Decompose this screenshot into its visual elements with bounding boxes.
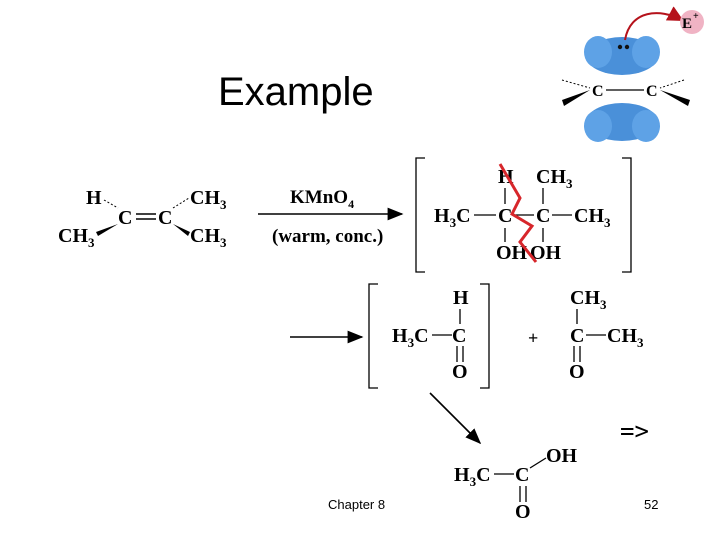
svg-text:C: C xyxy=(452,325,466,347)
svg-text:H3C: H3C xyxy=(434,205,471,230)
svg-text:C: C xyxy=(118,207,132,229)
electrophile-circle xyxy=(680,10,704,34)
bracket-left xyxy=(415,157,425,273)
pi-bond-illustration: E + C C xyxy=(561,6,704,142)
svg-text:H3C: H3C xyxy=(392,325,429,350)
svg-text:OH: OH xyxy=(546,445,578,467)
svg-text:CH3: CH3 xyxy=(536,166,573,191)
svg-text:O: O xyxy=(452,361,468,383)
svg-text:CH3: CH3 xyxy=(190,225,227,250)
electrophile-label: E xyxy=(682,16,692,32)
svg-text:H: H xyxy=(453,287,469,309)
svg-text:O: O xyxy=(515,501,531,523)
svg-text:C: C xyxy=(536,205,550,227)
svg-text:CH3: CH3 xyxy=(58,225,95,250)
footer-chapter: Chapter 8 xyxy=(328,497,386,512)
diol-intermediate: H CH3 H3C C C CH3 OH OH xyxy=(415,157,632,273)
svg-text:H: H xyxy=(86,187,102,209)
pi-carbon-left: C xyxy=(592,83,604,100)
carbonyl-products: H H3C C O + CH3 C CH3 O xyxy=(368,283,644,389)
svg-text:+: + xyxy=(528,328,538,348)
page-number: 52 xyxy=(644,497,659,512)
svg-text:C: C xyxy=(570,325,584,347)
alkene-reactant: H CH3 C C CH3 CH3 xyxy=(58,187,227,250)
svg-text:CH3: CH3 xyxy=(190,187,227,212)
svg-text:CH3: CH3 xyxy=(607,325,644,350)
pi-carbon-right: C xyxy=(646,83,658,100)
third-arrow xyxy=(429,392,482,445)
svg-text:CH3: CH3 xyxy=(570,287,607,312)
cleavage-line xyxy=(498,163,538,263)
reaction-condition: (warm, conc.) xyxy=(272,226,383,247)
svg-text:C: C xyxy=(515,464,529,486)
slide-title: Example xyxy=(218,70,374,114)
svg-text:H3C: H3C xyxy=(454,464,491,489)
electrophile-charge: + xyxy=(693,11,699,22)
electron-push-arrow xyxy=(624,6,684,41)
next-slide-marker[interactable]: => xyxy=(620,417,649,445)
svg-text:O: O xyxy=(569,361,585,383)
svg-text:OH: OH xyxy=(530,242,562,264)
svg-text:C: C xyxy=(158,207,172,229)
carboxylic-acid-product: H3C C OH O xyxy=(454,445,578,523)
svg-text:C: C xyxy=(498,205,512,227)
svg-text:CH3: CH3 xyxy=(574,205,611,230)
reagent-label: KMnO4 xyxy=(290,187,354,211)
bracket-right xyxy=(622,157,632,273)
reagent-arrow: KMnO4 (warm, conc.) xyxy=(258,187,404,247)
svg-text:OH: OH xyxy=(496,242,528,264)
